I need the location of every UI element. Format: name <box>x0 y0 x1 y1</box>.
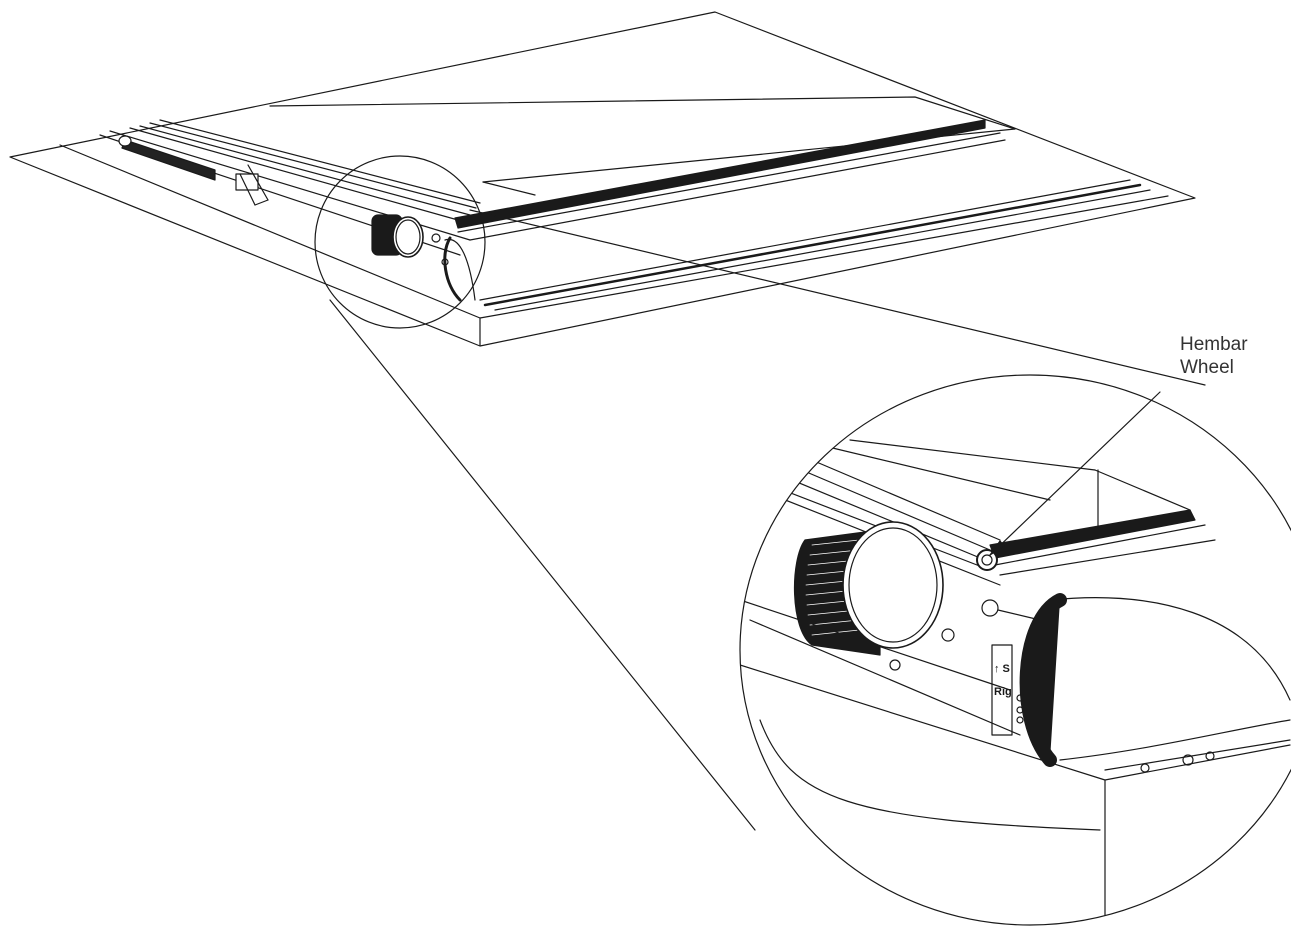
drum-cover <box>1019 593 1291 767</box>
callout-line-1: Hembar <box>1180 334 1248 355</box>
callout-leader <box>989 391 1161 556</box>
overview-assembly <box>9 11 1196 347</box>
projection-lines <box>329 209 1206 831</box>
enclosure-box <box>59 144 1169 319</box>
coiled-drum <box>793 521 955 656</box>
bracket-clip <box>235 164 269 206</box>
callout-line-2: Wheel <box>1180 357 1234 378</box>
svg-text:↑ S: ↑ S <box>994 663 1010 675</box>
detail-view: ↑ S Rig <box>739 374 1291 926</box>
hembar-wheel <box>976 549 998 571</box>
drum-assembly <box>371 214 476 302</box>
detail-focus-circle <box>314 155 486 329</box>
callout-label: Hembar Wheel <box>1180 333 1248 379</box>
inner-plane-edge <box>269 96 1016 130</box>
side-plate: ↑ S Rig <box>991 644 1024 736</box>
ceiling-plane <box>9 11 1196 347</box>
top-rail <box>454 119 1006 241</box>
bottom-rail <box>479 179 1151 311</box>
detail-circle <box>739 374 1291 926</box>
callout-arrowhead <box>989 540 1005 556</box>
coiled-spring <box>118 135 216 181</box>
